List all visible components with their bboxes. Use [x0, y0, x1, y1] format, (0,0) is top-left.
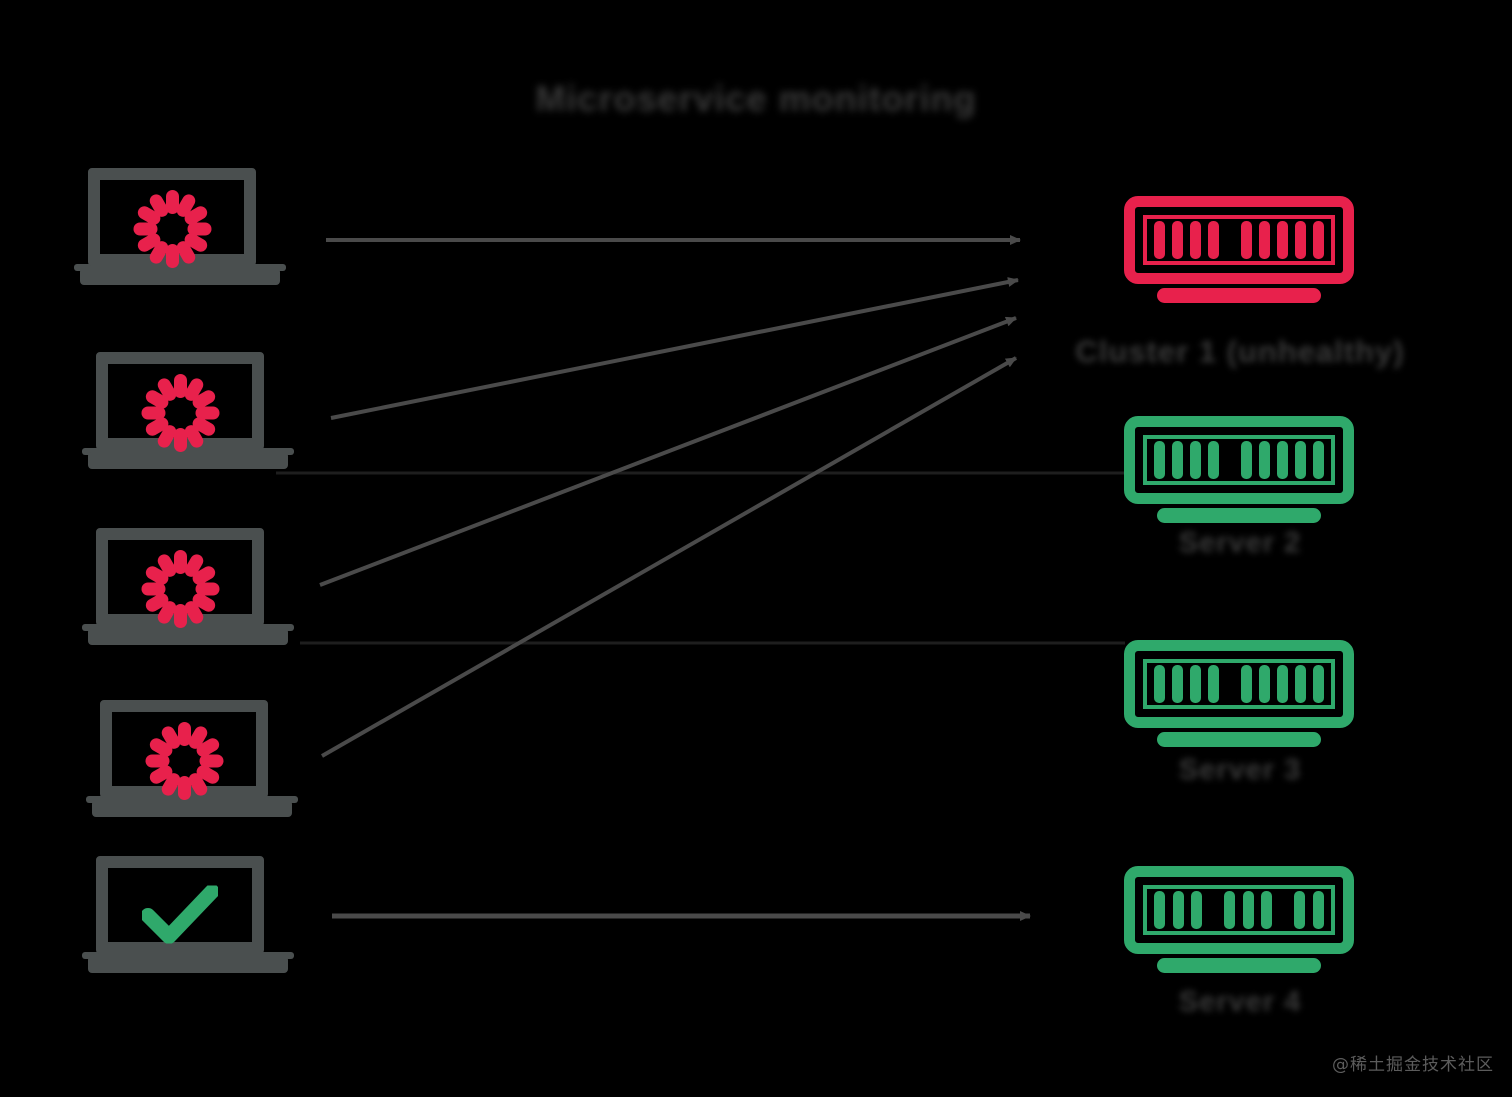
client-device-1[interactable] — [74, 168, 286, 298]
spinner-petal — [165, 190, 179, 214]
spinner-petal — [177, 722, 191, 746]
server-stand — [1157, 958, 1321, 973]
spinner-petal — [173, 374, 187, 398]
page-title: Microservice monitoring — [535, 78, 977, 119]
client-device-5[interactable] — [82, 856, 294, 986]
server-label-4: Server 4 — [1178, 986, 1302, 1018]
port-indicator — [1294, 891, 1306, 929]
port-indicator — [1208, 221, 1220, 259]
port-indicator — [1208, 665, 1220, 703]
wire-client3-cluster1 — [319, 316, 1017, 587]
laptop-screen — [88, 168, 256, 268]
server-ports — [1143, 659, 1335, 709]
check-icon — [140, 884, 220, 949]
client-device-3[interactable] — [82, 528, 294, 658]
port-indicator — [1190, 221, 1202, 259]
laptop-base — [88, 452, 288, 469]
server-node-2[interactable] — [1124, 416, 1354, 526]
port-indicator — [1240, 665, 1252, 703]
laptop-screen — [96, 856, 264, 954]
wire-client4-cluster1 — [321, 356, 1017, 758]
laptop-foot — [82, 952, 294, 959]
server-node-3[interactable] — [1124, 640, 1354, 750]
server-stand — [1157, 508, 1321, 523]
port-indicator — [1240, 221, 1252, 259]
port-indicator — [1258, 221, 1270, 259]
laptop-foot — [82, 624, 294, 631]
laptop-foot — [82, 448, 294, 455]
port-indicator — [1190, 441, 1202, 479]
port-indicator — [1172, 891, 1184, 929]
laptop-base — [92, 800, 292, 817]
server-label-2: Server 2 — [1178, 527, 1302, 559]
port-indicator — [1172, 665, 1184, 703]
server-ports — [1143, 885, 1335, 935]
server-label-3: Server 3 — [1178, 754, 1302, 786]
port-indicator — [1276, 665, 1288, 703]
port-indicator — [1312, 221, 1324, 259]
server-node-4[interactable] — [1124, 866, 1354, 976]
server-stand — [1157, 732, 1321, 747]
port-indicator — [1172, 441, 1184, 479]
port-indicator — [1240, 441, 1252, 479]
port-indicator — [1258, 665, 1270, 703]
port-indicator — [1154, 221, 1165, 259]
port-indicator — [1190, 665, 1202, 703]
port-indicator — [1294, 221, 1306, 259]
server-ports — [1143, 215, 1335, 265]
laptop-screen — [96, 528, 264, 628]
port-indicator — [1312, 891, 1324, 929]
port-indicator — [1154, 441, 1165, 479]
client-device-4[interactable] — [86, 700, 298, 830]
port-indicator — [1312, 441, 1324, 479]
port-indicator — [1191, 891, 1203, 929]
port-indicator — [1258, 441, 1270, 479]
wire-client2-cluster1 — [330, 277, 1019, 420]
cluster-status-label: Cluster 1 (unhealthy) — [1075, 334, 1405, 369]
laptop-base — [88, 956, 288, 973]
port-indicator — [1261, 891, 1273, 929]
server-ports — [1143, 435, 1335, 485]
laptop-base — [80, 268, 280, 285]
client-device-2[interactable] — [82, 352, 294, 482]
laptop-foot — [86, 796, 298, 803]
port-indicator — [1276, 221, 1288, 259]
laptop-screen — [100, 700, 268, 800]
port-indicator — [1276, 441, 1288, 479]
watermark: @稀土掘金技术社区 — [1332, 1055, 1494, 1075]
spinner-petal — [173, 550, 187, 574]
port-indicator — [1154, 665, 1165, 703]
port-indicator — [1172, 221, 1184, 259]
port-indicator — [1154, 891, 1165, 929]
port-indicator — [1208, 441, 1220, 479]
port-indicator — [1224, 891, 1236, 929]
server-node-1[interactable] — [1124, 196, 1354, 306]
port-indicator — [1294, 441, 1306, 479]
port-indicator — [1312, 665, 1324, 703]
laptop-foot — [74, 264, 286, 271]
laptop-base — [88, 628, 288, 645]
laptop-screen — [96, 352, 264, 452]
port-indicator — [1242, 891, 1254, 929]
port-indicator — [1294, 665, 1306, 703]
server-stand — [1157, 288, 1321, 303]
